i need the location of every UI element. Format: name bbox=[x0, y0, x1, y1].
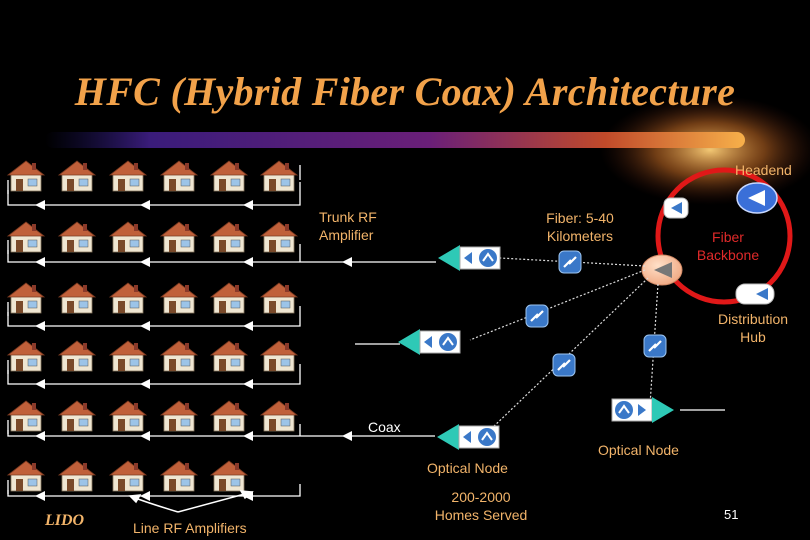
homes-label-line2: Homes Served bbox=[434, 507, 528, 523]
house-icon bbox=[159, 160, 199, 192]
house-icon bbox=[108, 460, 148, 492]
house-icon bbox=[209, 400, 249, 432]
ring-node-bottom-icon[interactable] bbox=[735, 283, 775, 305]
feeder-line bbox=[7, 484, 301, 497]
amplifier-triangle-icon[interactable] bbox=[35, 379, 45, 389]
fiber-splices bbox=[525, 250, 667, 377]
ring-node-top-icon[interactable] bbox=[663, 197, 689, 219]
house-icon bbox=[57, 340, 97, 372]
distribution-hub-icon[interactable] bbox=[641, 254, 683, 286]
amplifier-triangle-icon[interactable] bbox=[243, 431, 253, 441]
fiber-length-label-line2: Kilometers bbox=[546, 228, 614, 244]
optical-node-icon[interactable] bbox=[611, 397, 674, 423]
backbone-label-line2: Backbone bbox=[696, 247, 760, 263]
house-icon bbox=[108, 160, 148, 192]
house-icon bbox=[6, 340, 46, 372]
hub-label-line1: Distribution bbox=[717, 311, 789, 327]
trunk-label-line2: Amplifier bbox=[319, 227, 374, 243]
house-grid bbox=[6, 160, 299, 492]
house-icon bbox=[209, 160, 249, 192]
optical-node-icon[interactable] bbox=[438, 245, 501, 271]
fiber-length-label-line1: Fiber: 5-40 bbox=[546, 210, 614, 226]
optical-node-icon[interactable] bbox=[398, 329, 461, 355]
hub-label-line2: Hub bbox=[740, 329, 766, 345]
coax-feeder-lines bbox=[7, 165, 725, 497]
feeder-line bbox=[7, 364, 301, 385]
house-icon bbox=[159, 282, 199, 314]
optical-node-label-left: Optical Node bbox=[427, 460, 508, 476]
amplifier-triangle-icon[interactable] bbox=[140, 379, 150, 389]
fiber-splice-icon bbox=[552, 353, 576, 377]
amplifier-triangle-icon[interactable] bbox=[243, 321, 253, 331]
house-icon bbox=[159, 460, 199, 492]
amplifier-triangle-icon[interactable] bbox=[140, 200, 150, 210]
amplifier-triangle-icon[interactable] bbox=[35, 321, 45, 331]
amplifier-triangle-icon[interactable] bbox=[35, 257, 45, 267]
feeder-line bbox=[7, 306, 301, 327]
optical-node-icon[interactable] bbox=[437, 424, 500, 450]
line-amps-label: Line RF Amplifiers bbox=[133, 520, 247, 536]
amplifier-triangle-icon[interactable] bbox=[342, 257, 352, 267]
house-icon bbox=[209, 221, 249, 253]
amplifier-triangle-icon[interactable] bbox=[140, 321, 150, 331]
house-icon bbox=[6, 221, 46, 253]
house-icon bbox=[6, 160, 46, 192]
amplifier-triangle-icon[interactable] bbox=[140, 491, 150, 501]
amplifier-triangle-icon[interactable] bbox=[35, 491, 45, 501]
house-icon bbox=[108, 221, 148, 253]
house-icon bbox=[57, 400, 97, 432]
page-number: 51 bbox=[724, 507, 739, 522]
house-icon bbox=[6, 460, 46, 492]
fiber-splice-icon bbox=[525, 304, 549, 328]
fiber-backbone-ring bbox=[655, 167, 793, 305]
optical-node-label-right: Optical Node bbox=[598, 442, 679, 458]
lido-label: LIDO bbox=[45, 512, 85, 529]
feeder-line bbox=[7, 182, 301, 206]
house-icon bbox=[108, 340, 148, 372]
house-icon bbox=[259, 282, 299, 314]
feeder-line bbox=[7, 244, 345, 263]
backbone-label-line1: Fiber bbox=[712, 229, 744, 245]
house-icon bbox=[259, 340, 299, 372]
fiber-splice-icon bbox=[558, 250, 582, 274]
amplifier-triangle-icon[interactable] bbox=[243, 257, 253, 267]
house-icon bbox=[159, 400, 199, 432]
headend-icon[interactable] bbox=[736, 182, 778, 214]
amplifier-triangle-icon[interactable] bbox=[140, 431, 150, 441]
amplifiers bbox=[35, 200, 352, 501]
house-icon bbox=[108, 282, 148, 314]
line-amps-bracket bbox=[128, 490, 254, 513]
amplifier-triangle-icon[interactable] bbox=[342, 431, 352, 441]
house-icon bbox=[6, 282, 46, 314]
amplifier-triangle-icon[interactable] bbox=[35, 200, 45, 210]
page-title: HFC (Hybrid Fiber Coax) Architecture bbox=[74, 69, 736, 114]
house-icon bbox=[57, 282, 97, 314]
trunk-label-line1: Trunk RF bbox=[319, 209, 377, 225]
headend-label: Headend bbox=[735, 162, 792, 178]
coax-label: Coax bbox=[368, 419, 401, 435]
feeder-line bbox=[7, 424, 435, 437]
amplifier-triangle-icon[interactable] bbox=[243, 379, 253, 389]
house-icon bbox=[108, 400, 148, 432]
house-icon bbox=[209, 282, 249, 314]
amplifier-triangle-icon[interactable] bbox=[243, 200, 253, 210]
house-icon bbox=[159, 221, 199, 253]
amplifier-triangle-icon[interactable] bbox=[140, 257, 150, 267]
house-icon bbox=[209, 460, 249, 492]
house-icon bbox=[259, 160, 299, 192]
house-icon bbox=[159, 340, 199, 372]
fiber-splice-icon bbox=[643, 334, 667, 358]
homes-label-line1: 200-2000 bbox=[451, 489, 511, 505]
amplifier-triangle-icon[interactable] bbox=[35, 431, 45, 441]
house-icon bbox=[209, 340, 249, 372]
house-icon bbox=[259, 400, 299, 432]
house-icon bbox=[57, 460, 97, 492]
house-icon bbox=[57, 160, 97, 192]
house-icon bbox=[6, 400, 46, 432]
optical-nodes bbox=[398, 245, 674, 450]
house-icon bbox=[57, 221, 97, 253]
house-icon bbox=[259, 221, 299, 253]
